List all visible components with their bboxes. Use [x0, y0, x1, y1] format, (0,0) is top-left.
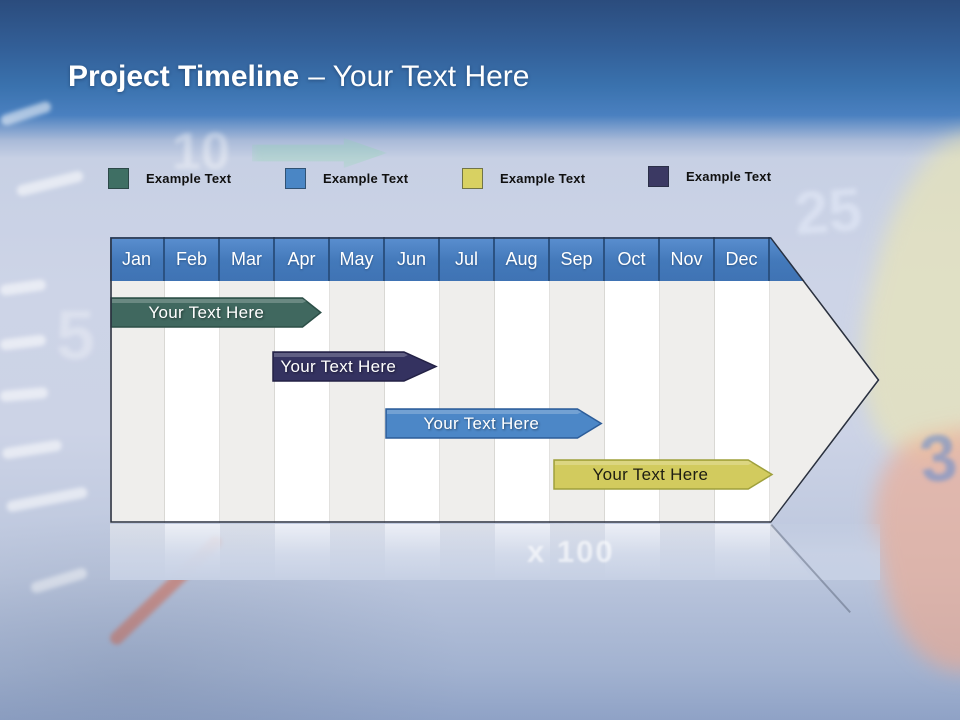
page-title-suffix: – Your Text Here [308, 60, 530, 93]
gauge-label-x100: x 100 [527, 534, 615, 569]
legend-item: Example Text [462, 168, 585, 189]
gauge-number-5: 5 [56, 296, 95, 374]
legend-swatch [285, 168, 306, 189]
legend-label: Example Text [323, 171, 409, 186]
legend-swatch [648, 166, 669, 187]
legend-label: Example Text [146, 171, 232, 186]
legend-label: Example Text [500, 171, 586, 186]
legend-label: Example Text [686, 169, 772, 184]
legend-item: Example Text [648, 166, 771, 187]
gauge-number-10: 10 [172, 123, 230, 181]
legend-swatch [108, 168, 129, 189]
legend-item: Example Text [108, 168, 231, 189]
timeline-reflection-fade [110, 524, 880, 580]
page-title-main: Project Timeline [68, 60, 300, 93]
legend-swatch [462, 168, 483, 189]
page-title: Project Timeline– Your Text Here [68, 60, 529, 94]
legend-item: Example Text [285, 168, 408, 189]
